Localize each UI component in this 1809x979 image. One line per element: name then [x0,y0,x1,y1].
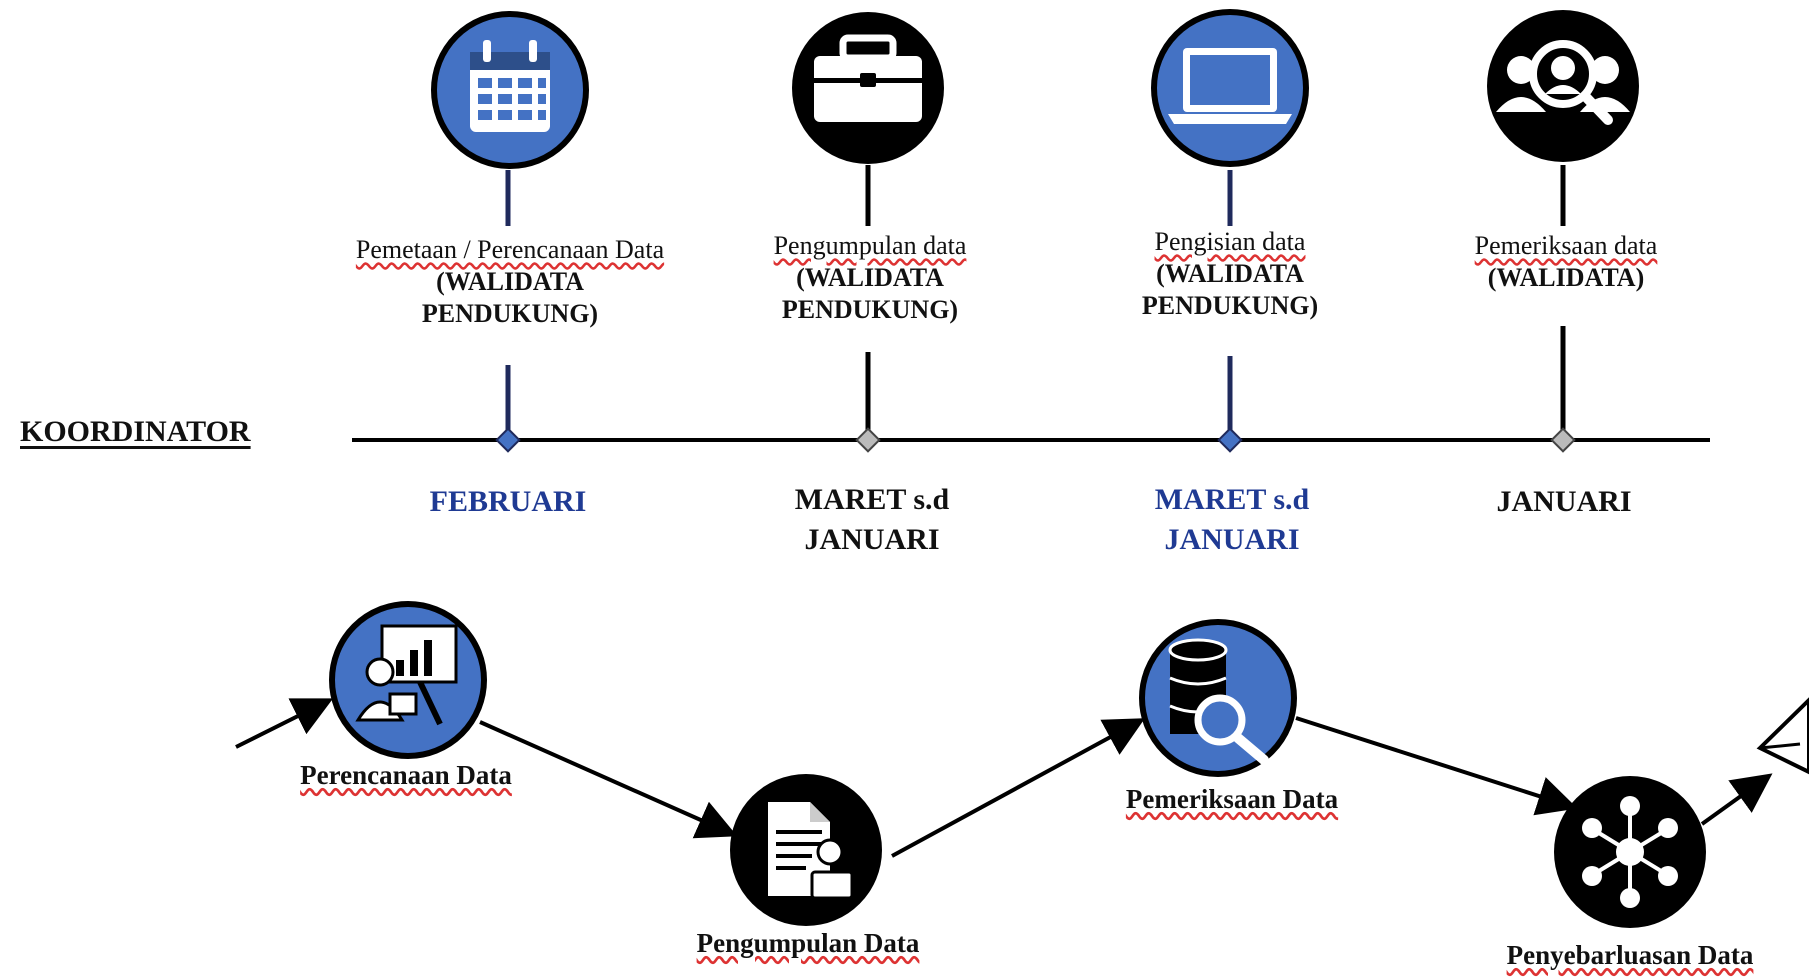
stage-3-role-2: PENDUKUNG) [1141,291,1319,320]
flow-label-3-text: Pemeriksaan Data [1125,784,1339,814]
timeline-marker-4 [1550,427,1576,453]
flow-arrow-start [235,698,334,749]
stage-2-role-1: (WALIDATA [796,263,944,292]
timeline-marker-3 [1217,427,1243,453]
calendar-icon [431,11,589,169]
stage-3-label: Pengisian data (WALIDATA PENDUKUNG) [1142,226,1318,322]
stage-1-role-1: (WALIDATA [436,267,584,296]
stage-2-label: Pengumpulan data (WALIDATA PENDUKUNG) [774,230,967,326]
flow-arrow-2 [891,718,1146,858]
month-1-line-1: FEBRUARI [429,485,587,518]
user-search-icon [1487,10,1639,162]
database-search-icon [1139,619,1297,777]
month-1: FEBRUARI [430,482,587,522]
flow-arrow-3 [1295,716,1578,816]
flow-label-4-text: Penyebarluasan Data [1506,940,1754,970]
stage-4-label: Pemeriksaan data (WALIDATA) [1475,230,1658,294]
flow-label-1-text: Perencanaan Data [300,760,512,790]
month-2-line-2: JANUARI [804,523,940,556]
presentation-chart-icon [329,601,487,759]
stage-1-title: Pemetaan / Perencanaan Data [355,235,665,264]
month-4-line-1: JANUARI [1496,485,1632,518]
month-3-line-2: JANUARI [1164,523,1300,556]
document-icon [730,774,882,926]
timeline-marker-1 [495,427,521,453]
month-2-line-1: MARET s.d [794,483,950,516]
stage-4-role-1: (WALIDATA) [1487,263,1645,292]
paper-plane-icon [1756,697,1809,775]
stage-3-role-1: (WALIDATA [1156,259,1304,288]
stage-1-role-2: PENDUKUNG) [421,299,599,328]
flow-label-3: Pemeriksaan Data [1126,784,1338,815]
laptop-icon [1151,9,1309,167]
stage-2-title: Pengumpulan data [773,231,967,260]
stage-1-label: Pemetaan / Perencanaan Data (WALIDATA PE… [356,234,664,330]
flow-label-2-text: Pengumpulan Data [696,928,920,958]
stage-4-title: Pemeriksaan data [1474,231,1658,260]
flow-label-4: Penyebarluasan Data [1507,940,1754,971]
month-2: MARET s.d JANUARI [795,480,949,560]
flow-label-2: Pengumpulan Data [697,928,920,959]
briefcase-icon [792,12,944,164]
month-4: JANUARI [1497,482,1632,522]
flow-label-1: Perencanaan Data [300,760,512,791]
month-3-line-1: MARET s.d [1154,483,1310,516]
network-icon [1554,776,1706,928]
coordinator-label: KOORDINATOR [20,415,251,448]
timeline-marker-2 [855,427,881,453]
month-3: MARET s.d JANUARI [1155,480,1309,560]
stage-2-role-2: PENDUKUNG) [781,295,959,324]
flow-arrow-4 [1700,773,1773,826]
stage-3-title: Pengisian data [1154,227,1306,256]
flow-arrow-1 [479,720,738,839]
